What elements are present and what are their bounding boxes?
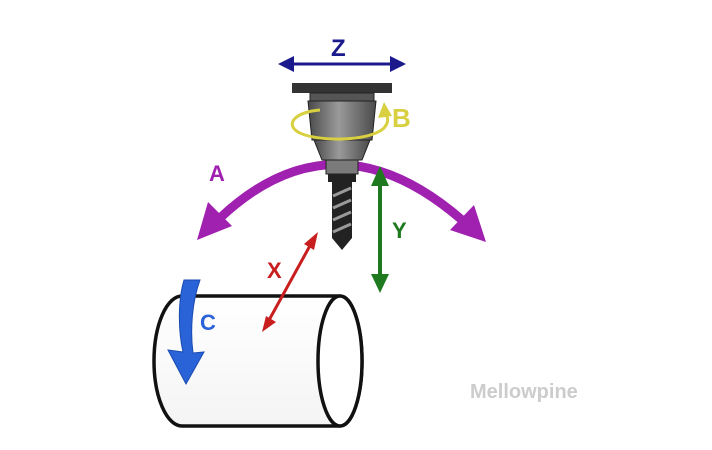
b-axis-label: B — [392, 103, 411, 133]
x-axis-label: X — [267, 258, 282, 283]
c-axis-arrow — [167, 279, 205, 386]
z-axis-arrow — [278, 56, 406, 72]
spindle — [292, 83, 392, 182]
y-axis-label: Y — [392, 218, 407, 243]
x-axis-arrow — [262, 232, 318, 332]
c-axis-label: C — [200, 310, 216, 335]
a-axis-label: A — [209, 161, 225, 186]
cylinder-workpiece — [152, 294, 364, 428]
b-axis-arrow — [290, 102, 392, 141]
z-axis-label: Z — [331, 35, 346, 62]
watermark: Mellowpine — [470, 381, 578, 403]
drill-bit — [332, 182, 352, 250]
y-axis-arrow — [371, 166, 389, 293]
